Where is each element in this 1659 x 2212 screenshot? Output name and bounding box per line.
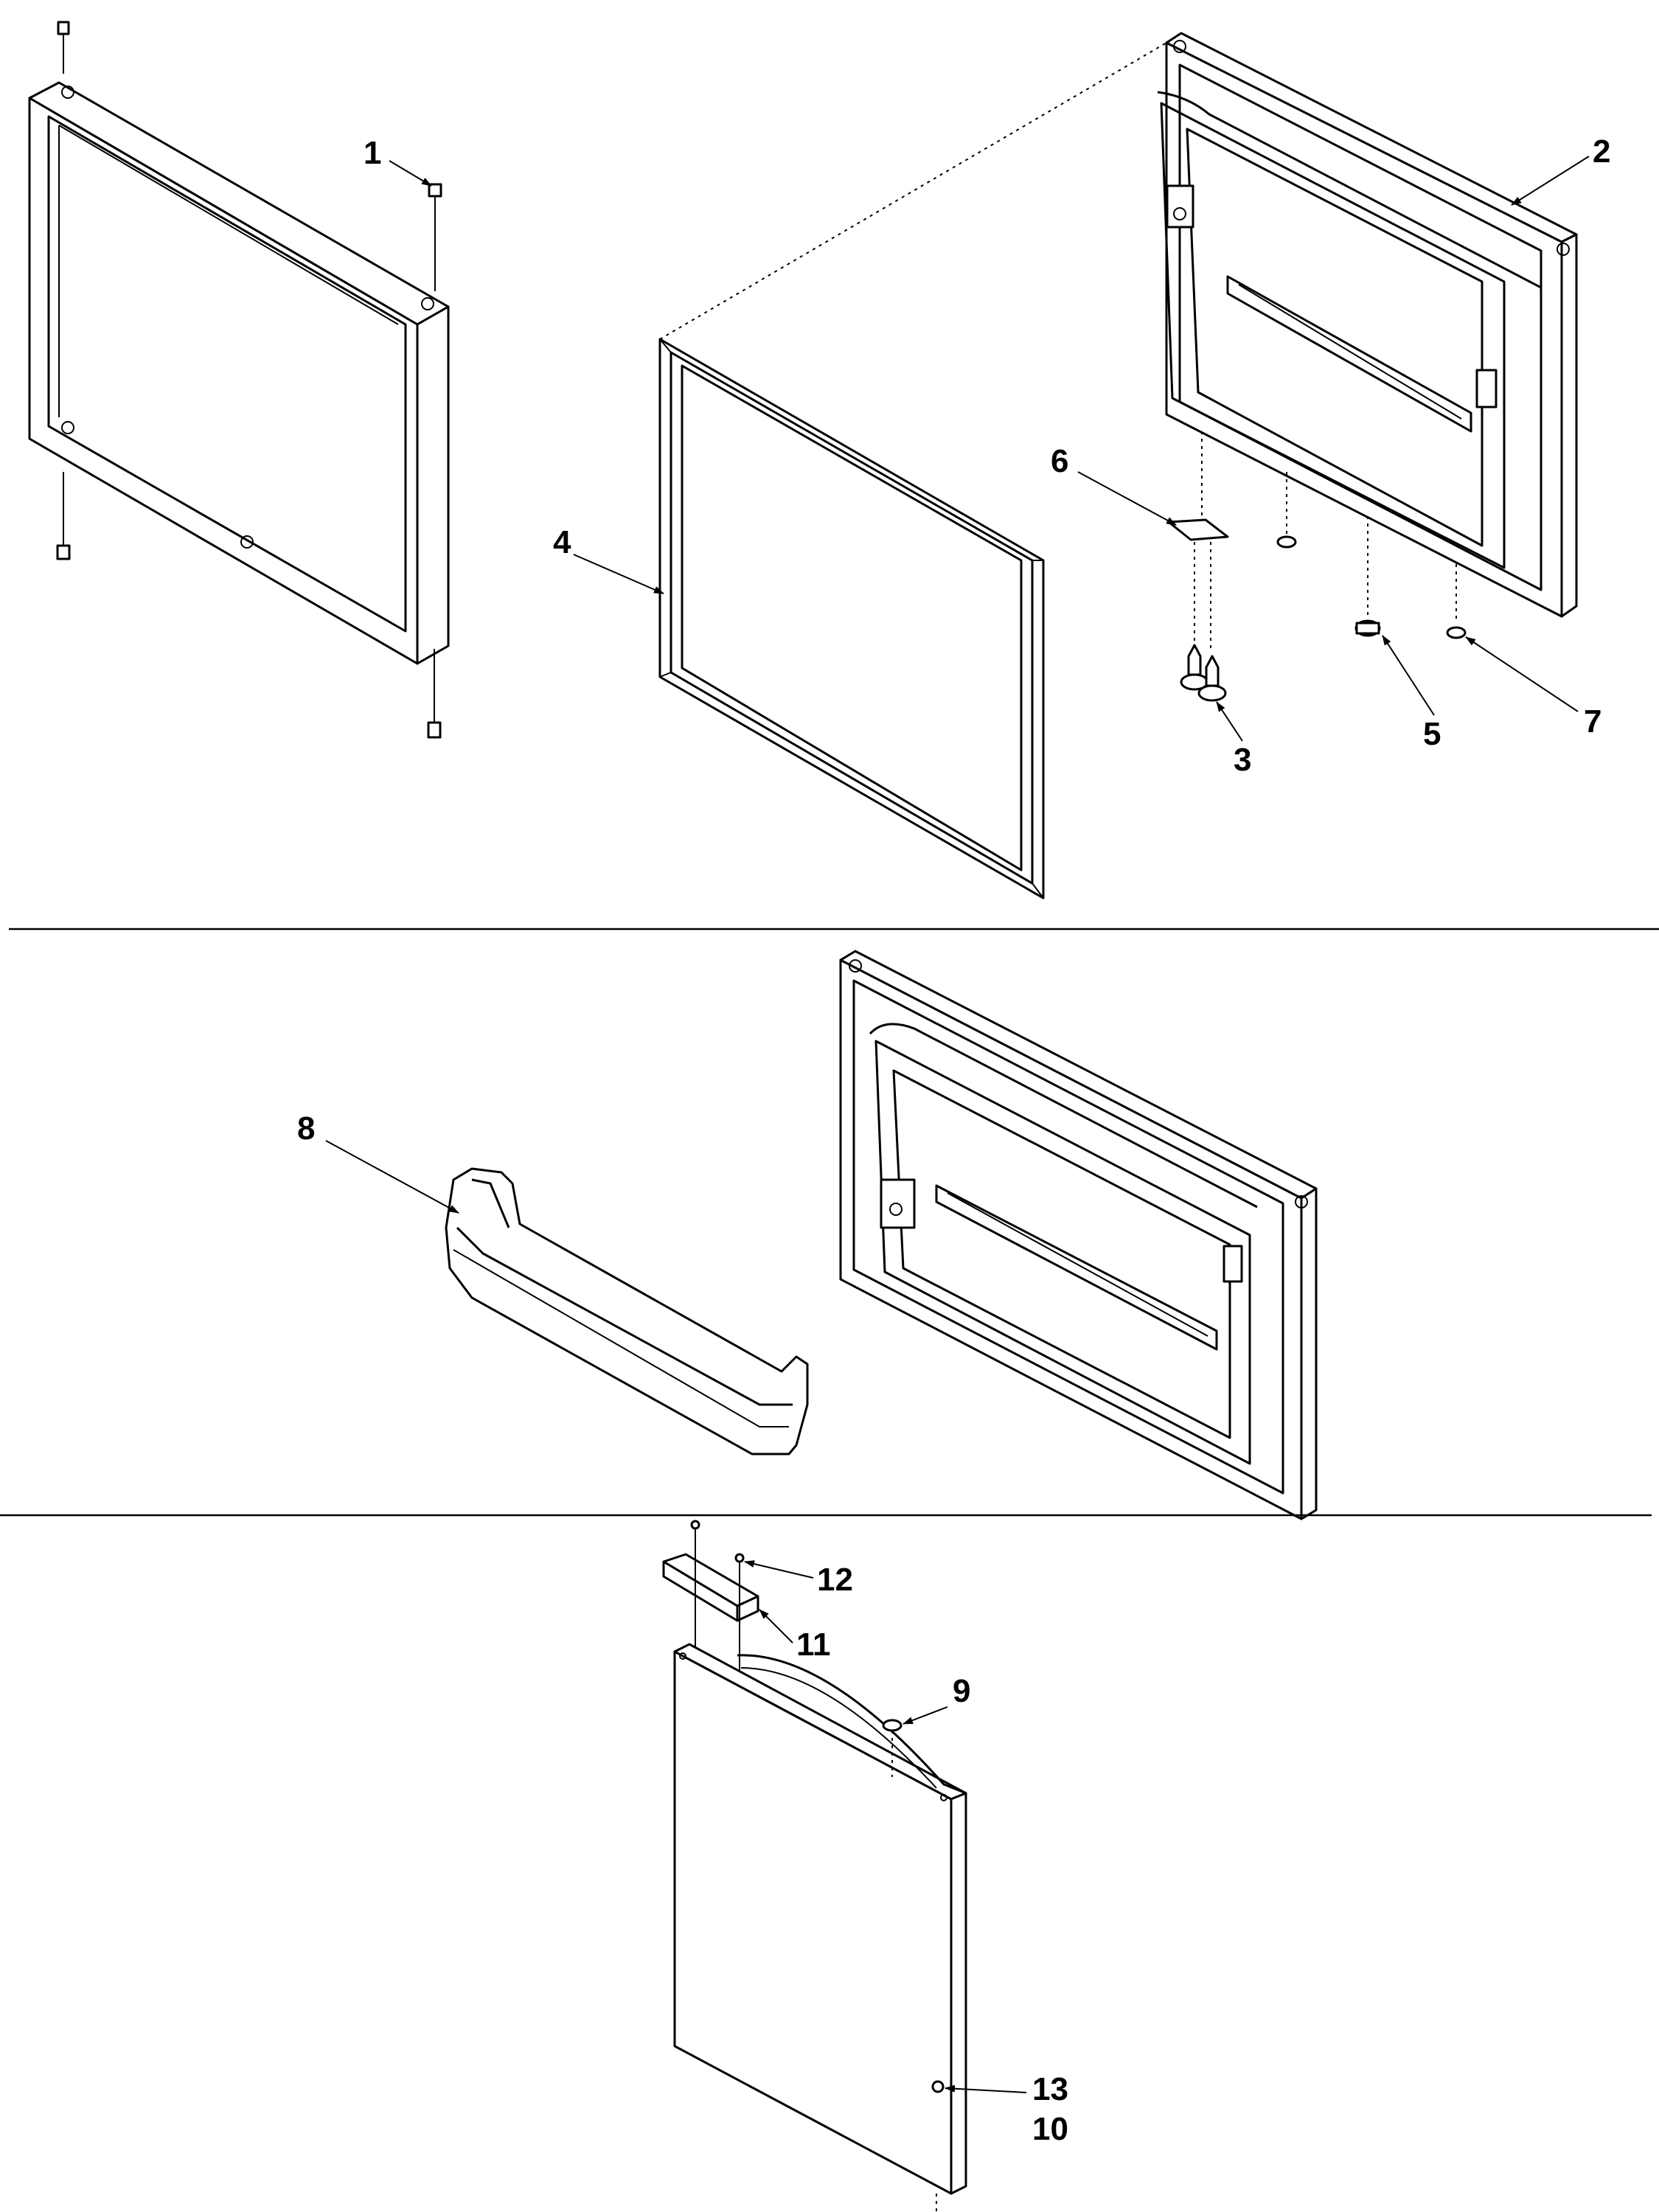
callout-2: 2 [1593, 133, 1610, 170]
frame-screw-top [57, 21, 70, 74]
callout-1: 1 [364, 135, 381, 171]
door-gasket [658, 338, 1045, 900]
callout-11: 11 [796, 1627, 831, 1663]
door-stop [1354, 516, 1381, 637]
drawer-front [673, 1643, 967, 2195]
frame-screw-bottom-left [56, 472, 71, 560]
handle-screws [690, 1520, 745, 1681]
drawer-plug [882, 1719, 902, 1777]
door-washer [1276, 472, 1297, 549]
door-bin [445, 1167, 809, 1455]
callout-8: 8 [297, 1110, 315, 1147]
callout-7: 7 [1584, 703, 1601, 740]
callout-4: 4 [553, 524, 571, 560]
callout-12: 12 [817, 1562, 853, 1598]
callout-5: 5 [1423, 716, 1441, 752]
screw-13 [931, 2080, 945, 2093]
freezer-door-inner [1157, 32, 1578, 618]
callout-6: 6 [1051, 443, 1068, 479]
screw-part [428, 183, 442, 291]
hinge-pins [1180, 644, 1227, 702]
door-frame [28, 81, 450, 665]
door-nut [1446, 564, 1467, 639]
door-handle [662, 1553, 759, 1622]
callout-13: 13 [1032, 2071, 1068, 2107]
callout-3: 3 [1234, 742, 1251, 778]
hinge-bracket [1167, 431, 1229, 649]
door-assembly [839, 950, 1318, 1520]
callout-10: 10 [1032, 2111, 1068, 2147]
callout-9: 9 [953, 1673, 970, 1709]
frame-screw-bottom-right [427, 649, 442, 739]
